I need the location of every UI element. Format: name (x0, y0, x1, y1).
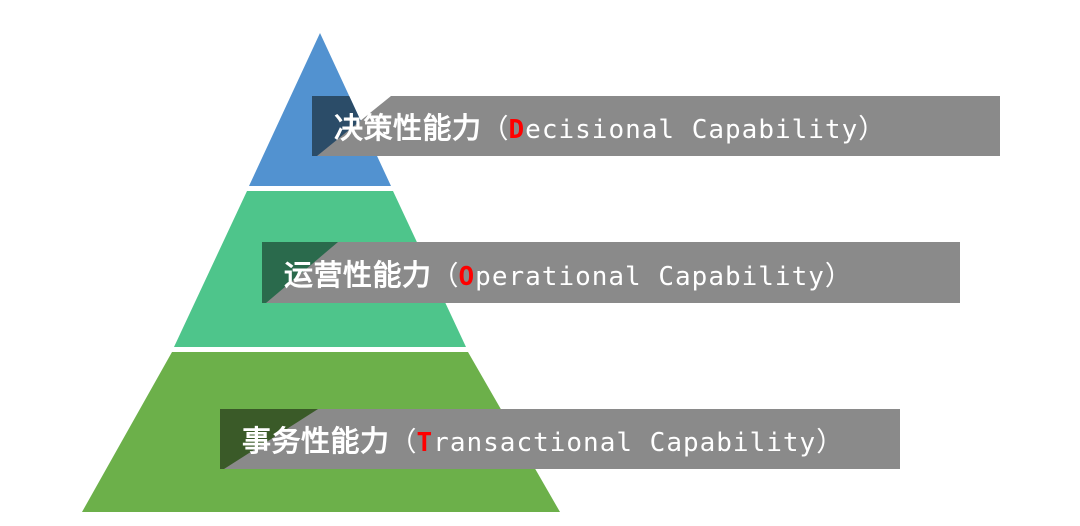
tier-banner-transactional[interactable]: 事务性能力 （ T ransactional Capability ） (220, 409, 900, 469)
tier-label-open-paren-operational: （ (431, 260, 459, 292)
banner-background-transactional (224, 409, 900, 469)
tier-label-decisional: 决策性能力 （ D ecisional Capability ） (334, 105, 885, 147)
tier-label-en-decisional: ecisional Capability (525, 115, 859, 145)
tier-label-cn-transactional: 事务性能力 (242, 424, 390, 458)
tier-label-initial-decisional: D (508, 115, 526, 145)
tier-banner-decisional[interactable]: 决策性能力 （ D ecisional Capability ） (312, 96, 1000, 156)
tier-label-en-operational: perational Capability (475, 261, 825, 292)
tier-label-initial-transactional: T (416, 428, 434, 458)
tier-label-initial-operational: O (458, 261, 476, 292)
tier-label-en-transactional: ransactional Capability (433, 428, 817, 458)
tier-label-close-paren-operational: ） (824, 260, 852, 292)
tier-label-cn-operational: 运营性能力 (284, 257, 432, 292)
tier-label-operational: 运营性能力 （ O perational Capability ） (284, 252, 852, 294)
tier-label-open-paren-decisional: （ (481, 114, 509, 145)
tier-label-open-paren-transactional: （ (389, 427, 417, 458)
tier-label-cn-decisional: 决策性能力 (334, 111, 482, 145)
tier-banner-operational[interactable]: 运营性能力 （ O perational Capability ） (262, 242, 960, 303)
tier-label-close-paren-transactional: ） (816, 427, 844, 458)
banner-background-operational (266, 242, 960, 303)
banner-background-decisional (317, 96, 1000, 156)
tier-label-close-paren-decisional: ） (858, 114, 886, 145)
tier-label-transactional: 事务性能力 （ T ransactional Capability ） (242, 418, 843, 460)
